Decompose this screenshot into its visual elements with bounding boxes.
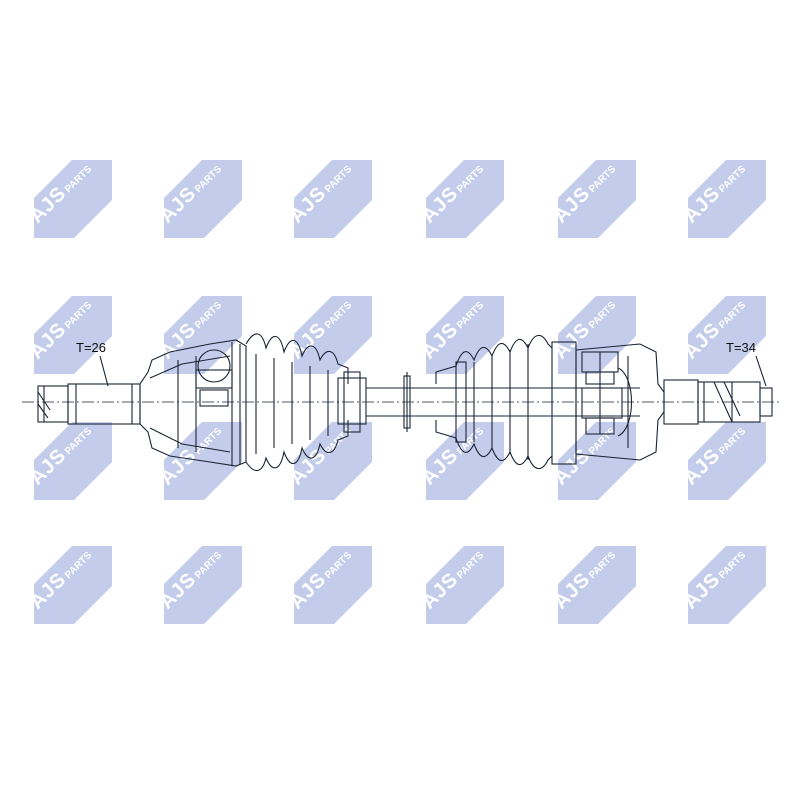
right-splined-stub <box>663 379 773 425</box>
left-cv-joint-housing <box>139 339 247 467</box>
left-bellows-boot <box>245 333 367 472</box>
left-thread-leader <box>99 355 109 387</box>
right-thread-leader <box>755 355 767 387</box>
left-thread-label: T=26 <box>76 340 106 355</box>
right-thread-label: T=34 <box>726 340 756 355</box>
right-bellows-boot <box>435 334 577 470</box>
left-splined-stub <box>37 383 141 425</box>
